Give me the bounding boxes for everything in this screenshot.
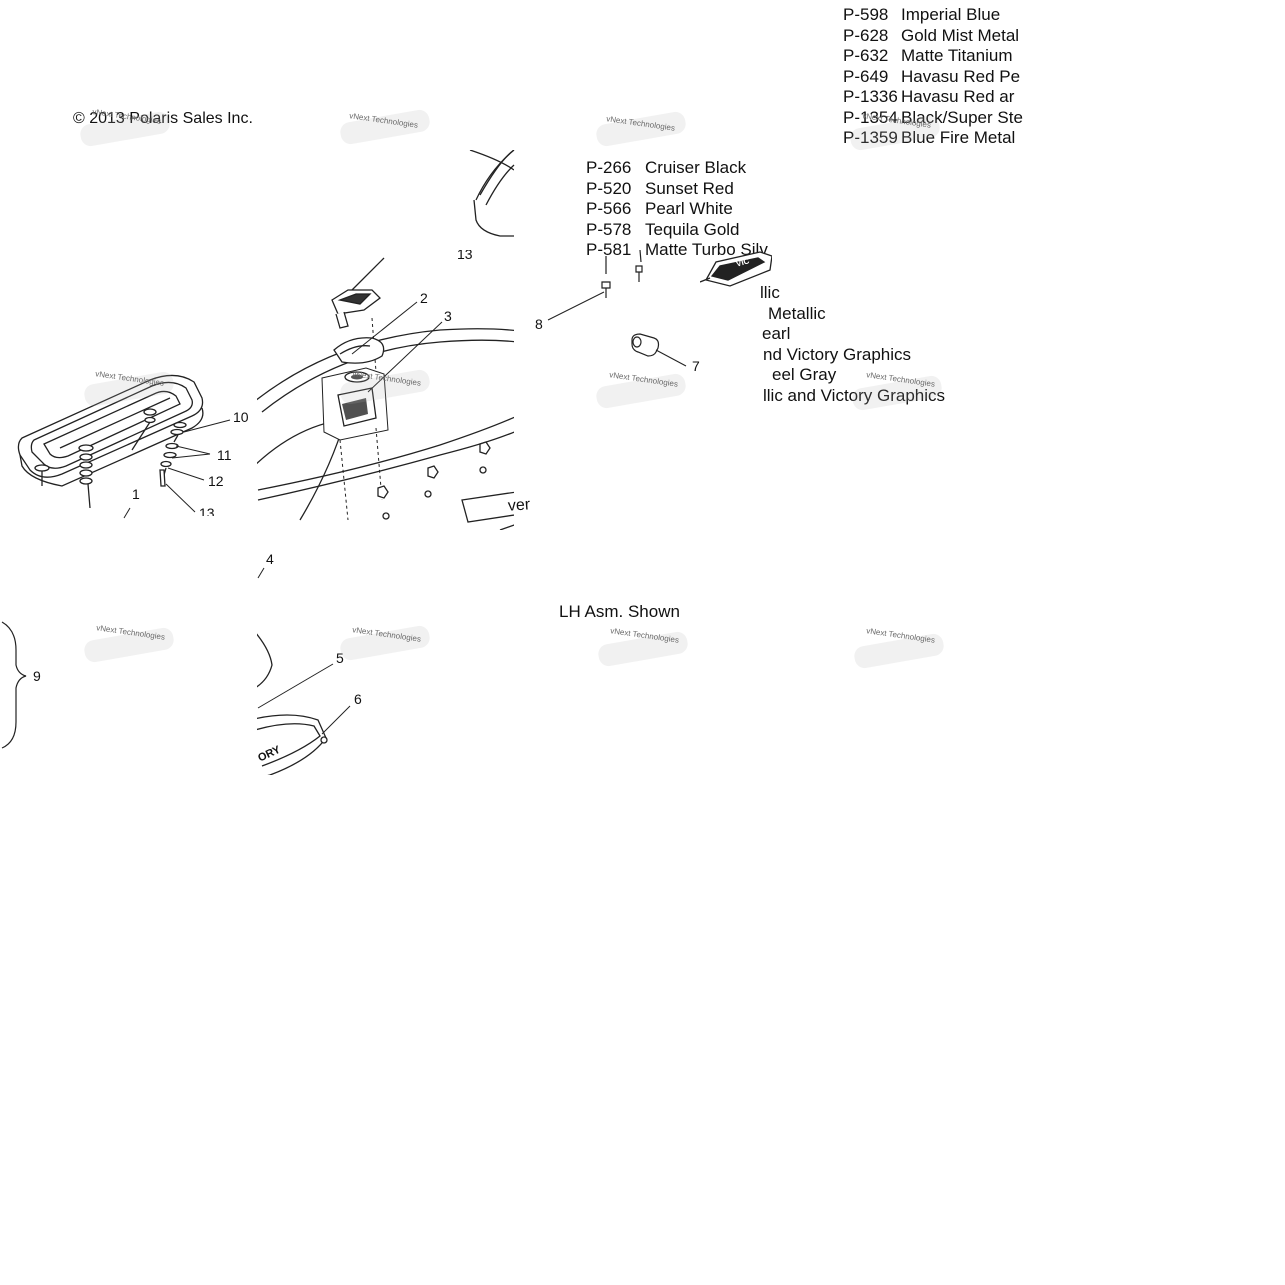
callout-2: 2 — [420, 290, 428, 306]
callout-9: 9 — [33, 668, 41, 684]
latch-handle — [331, 257, 385, 329]
callout-8: 8 — [535, 316, 543, 332]
luggage-rack — [17, 374, 204, 509]
callout-3: 3 — [444, 308, 452, 324]
callout-10: 10 — [233, 409, 249, 425]
callout-1: 1 — [132, 486, 140, 502]
lid-lettering: ver — [507, 496, 531, 515]
callout-5: 5 — [336, 650, 344, 666]
saddlebag-body — [257, 150, 514, 530]
callout-13-lower: 13 — [199, 505, 215, 516]
paint-fragment: eel Gray — [772, 365, 837, 384]
paint-fragment: llic and Victory Graphics — [763, 385, 946, 405]
assembly-brace — [1, 621, 27, 749]
emblem-badge — [700, 251, 772, 287]
callout-11: 11 — [217, 447, 232, 463]
lid-top-edge — [475, 150, 515, 206]
callout-12: 12 — [208, 473, 224, 489]
callout-7: 7 — [692, 358, 700, 374]
paint-fragment: earl — [762, 324, 791, 343]
paint-fragment: llic — [760, 283, 780, 302]
paint-fragment: Metallic — [768, 303, 826, 323]
caption-lh-asm: LH Asm. Shown — [559, 602, 680, 621]
callout-6: 6 — [354, 691, 362, 707]
callout-13-upper: 13 — [457, 250, 473, 262]
copyright-text: © 2013 Polaris Sales Inc. — [73, 110, 253, 127]
lower-lid — [257, 633, 328, 775]
paint-list-fragments: llic Metallic earl nd Victory Graphics e… — [760, 283, 945, 406]
hardware-screws — [601, 249, 660, 357]
callout-4: 4 — [266, 551, 274, 567]
leader-lines — [123, 291, 687, 735]
paint-fragment: nd Victory Graphics — [763, 344, 912, 364]
